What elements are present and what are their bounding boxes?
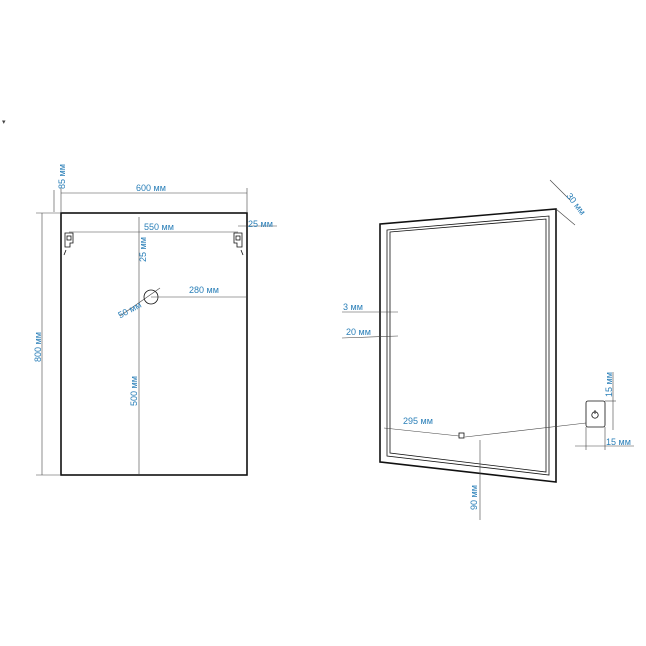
dim-height-label: 800 мм [33,332,43,362]
switch-detail-box [585,400,606,428]
mirror-inner-frame [386,215,550,476]
perspective-view: 30 мм 3 мм 20 мм 295 мм 90 мм 15 мм 15 [341,179,634,520]
dim-frame-thin-label: 3 мм [343,302,363,312]
dim-switch-offset-label: 295 мм [403,416,433,426]
dim-outlet-vertical-label: 500 мм [129,376,139,406]
dim-switch-h-label: 15 мм [606,437,631,447]
front-view: 600 мм 85 мм 800 мм 550 мм 25 мм 25 мм 5… [33,164,277,476]
dim-switch-height-label: 90 мм [469,485,479,510]
wall-hook-icon [63,232,74,256]
power-icon [591,410,599,419]
dim-switch-v-label: 15 мм [604,372,614,397]
dim-frame-wide-label: 20 мм [346,327,371,337]
front-panel-outline [60,212,248,476]
dim-mount-spacing-label: 550 мм [144,222,174,232]
dim-mount-drop-label: 25 мм [138,237,148,262]
dim-top-offset-label: 85 мм [57,164,67,189]
dim-depth-label: 30 мм [564,191,587,217]
mirror-led-strip [389,218,547,473]
touch-switch [458,432,465,439]
corner-mark: ▾ [2,119,6,126]
dim-width-label: 600 мм [136,183,166,193]
dim-edge-offset-label: 25 мм [248,219,273,229]
mirror-outer-frame [379,208,557,483]
wall-hook-icon [233,232,244,256]
dim-outlet-horizontal-label: 280 мм [189,285,219,295]
